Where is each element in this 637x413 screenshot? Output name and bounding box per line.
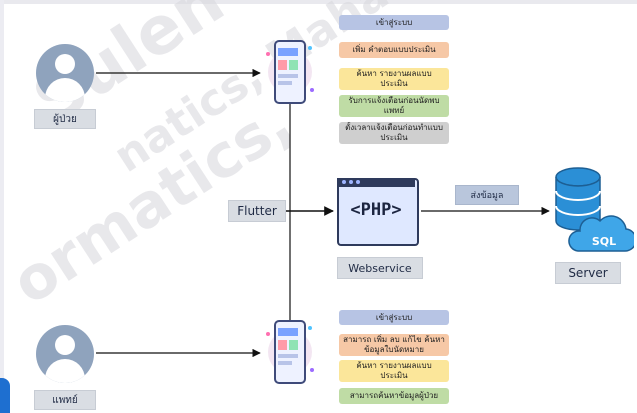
doctor-feature-search-report: ค้นหา รายงานผลแบบประเมิน: [339, 360, 449, 382]
patient-feature-assessment-reminder: ตั้งเวลาแจ้งเตือนก่อนทำแบบประเมิน: [339, 122, 449, 144]
doctor-feature-manage-appointments: สามารถ เพิ่ม ลบ แก้ไข ค้นหาข้อมูลใบนัดหม…: [339, 334, 449, 356]
send-data-label: ส่งข้อมูล: [455, 185, 519, 205]
patient-avatar-icon: [36, 44, 94, 102]
server-label: Server: [555, 262, 621, 284]
webservice-label: Webservice: [337, 257, 423, 279]
doctor-feature-search-patient: สามารถค้นหาข้อมูลผู้ป่วย: [339, 388, 449, 404]
left-border: [0, 0, 4, 413]
corner-accent: [0, 378, 10, 413]
database-cloud-icon: SQL: [555, 167, 634, 252]
patient-label: ผู้ป่วย: [34, 109, 96, 129]
php-code-text: <PHP>: [350, 200, 402, 220]
patient-feature-add-answer: เพิ่ม คำตอบแบบประเมิน: [339, 42, 449, 58]
patient-feature-appointment-alert: รับการแจ้งเตือนก่อนนัดพบแพทย์: [339, 95, 449, 117]
patient-mobile-app-icon: [266, 40, 314, 104]
patient-feature-login: เข้าสู่ระบบ: [339, 15, 449, 30]
doctor-avatar-icon: [36, 325, 94, 383]
flutter-label: Flutter: [228, 200, 286, 222]
cloud-icon: [568, 215, 634, 252]
doctor-feature-login: เข้าสู่ระบบ: [339, 310, 449, 325]
php-code-window-icon: <PHP>: [337, 178, 419, 246]
doctor-mobile-app-icon: [266, 320, 314, 384]
database-sql-text: SQL: [592, 235, 616, 248]
doctor-label: แพทย์: [34, 390, 96, 410]
top-border: [0, 0, 637, 4]
patient-feature-search-report: ค้นหา รายงานผลแบบประเมิน: [339, 68, 449, 90]
